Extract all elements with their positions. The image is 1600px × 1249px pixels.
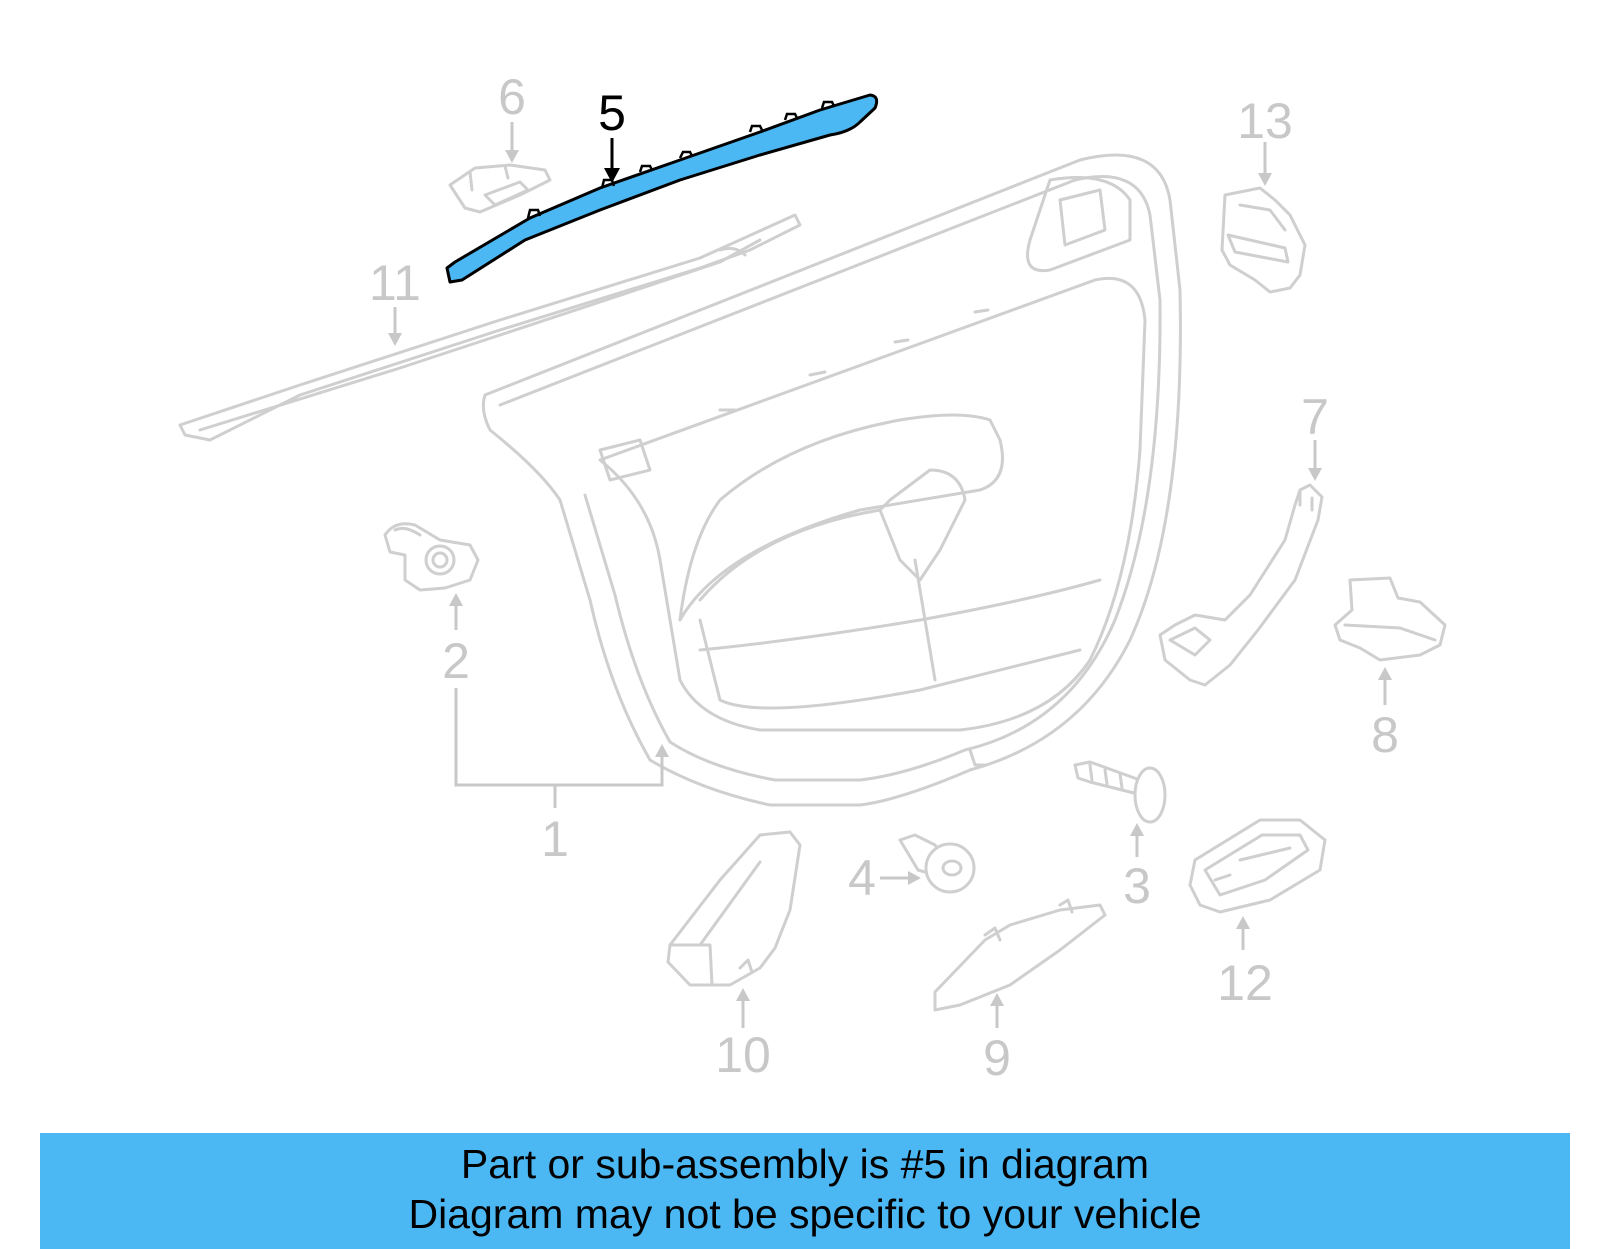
callout-7: 7 — [1301, 389, 1329, 445]
callout-8: 8 — [1371, 707, 1399, 763]
callout-11: 11 — [369, 255, 421, 311]
callout-3: 3 — [1123, 858, 1151, 914]
callout-9: 9 — [983, 1030, 1011, 1086]
part-13-switch — [1220, 186, 1307, 294]
banner-line-2: Diagram may not be specific to your vehi… — [408, 1191, 1202, 1237]
banner-line-1: Part or sub-assembly is #5 in diagram — [460, 1141, 1150, 1187]
part-2-clip — [383, 522, 480, 592]
callout-10: 10 — [715, 1027, 771, 1083]
part-12-bezel — [1188, 818, 1327, 914]
callout-6: 6 — [498, 69, 526, 125]
part-5-highlighted-strip[interactable] — [445, 93, 879, 284]
callout-2: 2 — [442, 633, 470, 689]
callout-5[interactable]: 5 — [598, 85, 626, 141]
part-10-bracket — [666, 830, 802, 987]
part-9-trim — [933, 898, 1107, 1012]
info-banner: Part or sub-assembly is #5 in diagram Di… — [40, 1133, 1570, 1249]
callout-1: 1 — [541, 811, 569, 867]
part-11-belt-molding — [178, 213, 802, 442]
part-7-pull-handle — [1158, 483, 1324, 687]
callout-4: 4 — [848, 850, 876, 906]
callout-labels: 6 5 13 11 7 2 8 1 4 3 12 9 10 — [369, 69, 1399, 1086]
callout-13: 13 — [1237, 93, 1293, 149]
part-3-screw — [1073, 760, 1167, 824]
part-6-handle-cup — [448, 163, 552, 214]
leader-lines — [388, 122, 1392, 1028]
callout-12: 12 — [1217, 955, 1273, 1011]
part-1-door-panel — [481, 153, 1182, 807]
part-4-push-pin — [898, 833, 976, 894]
part-8-bracket — [1333, 576, 1447, 662]
